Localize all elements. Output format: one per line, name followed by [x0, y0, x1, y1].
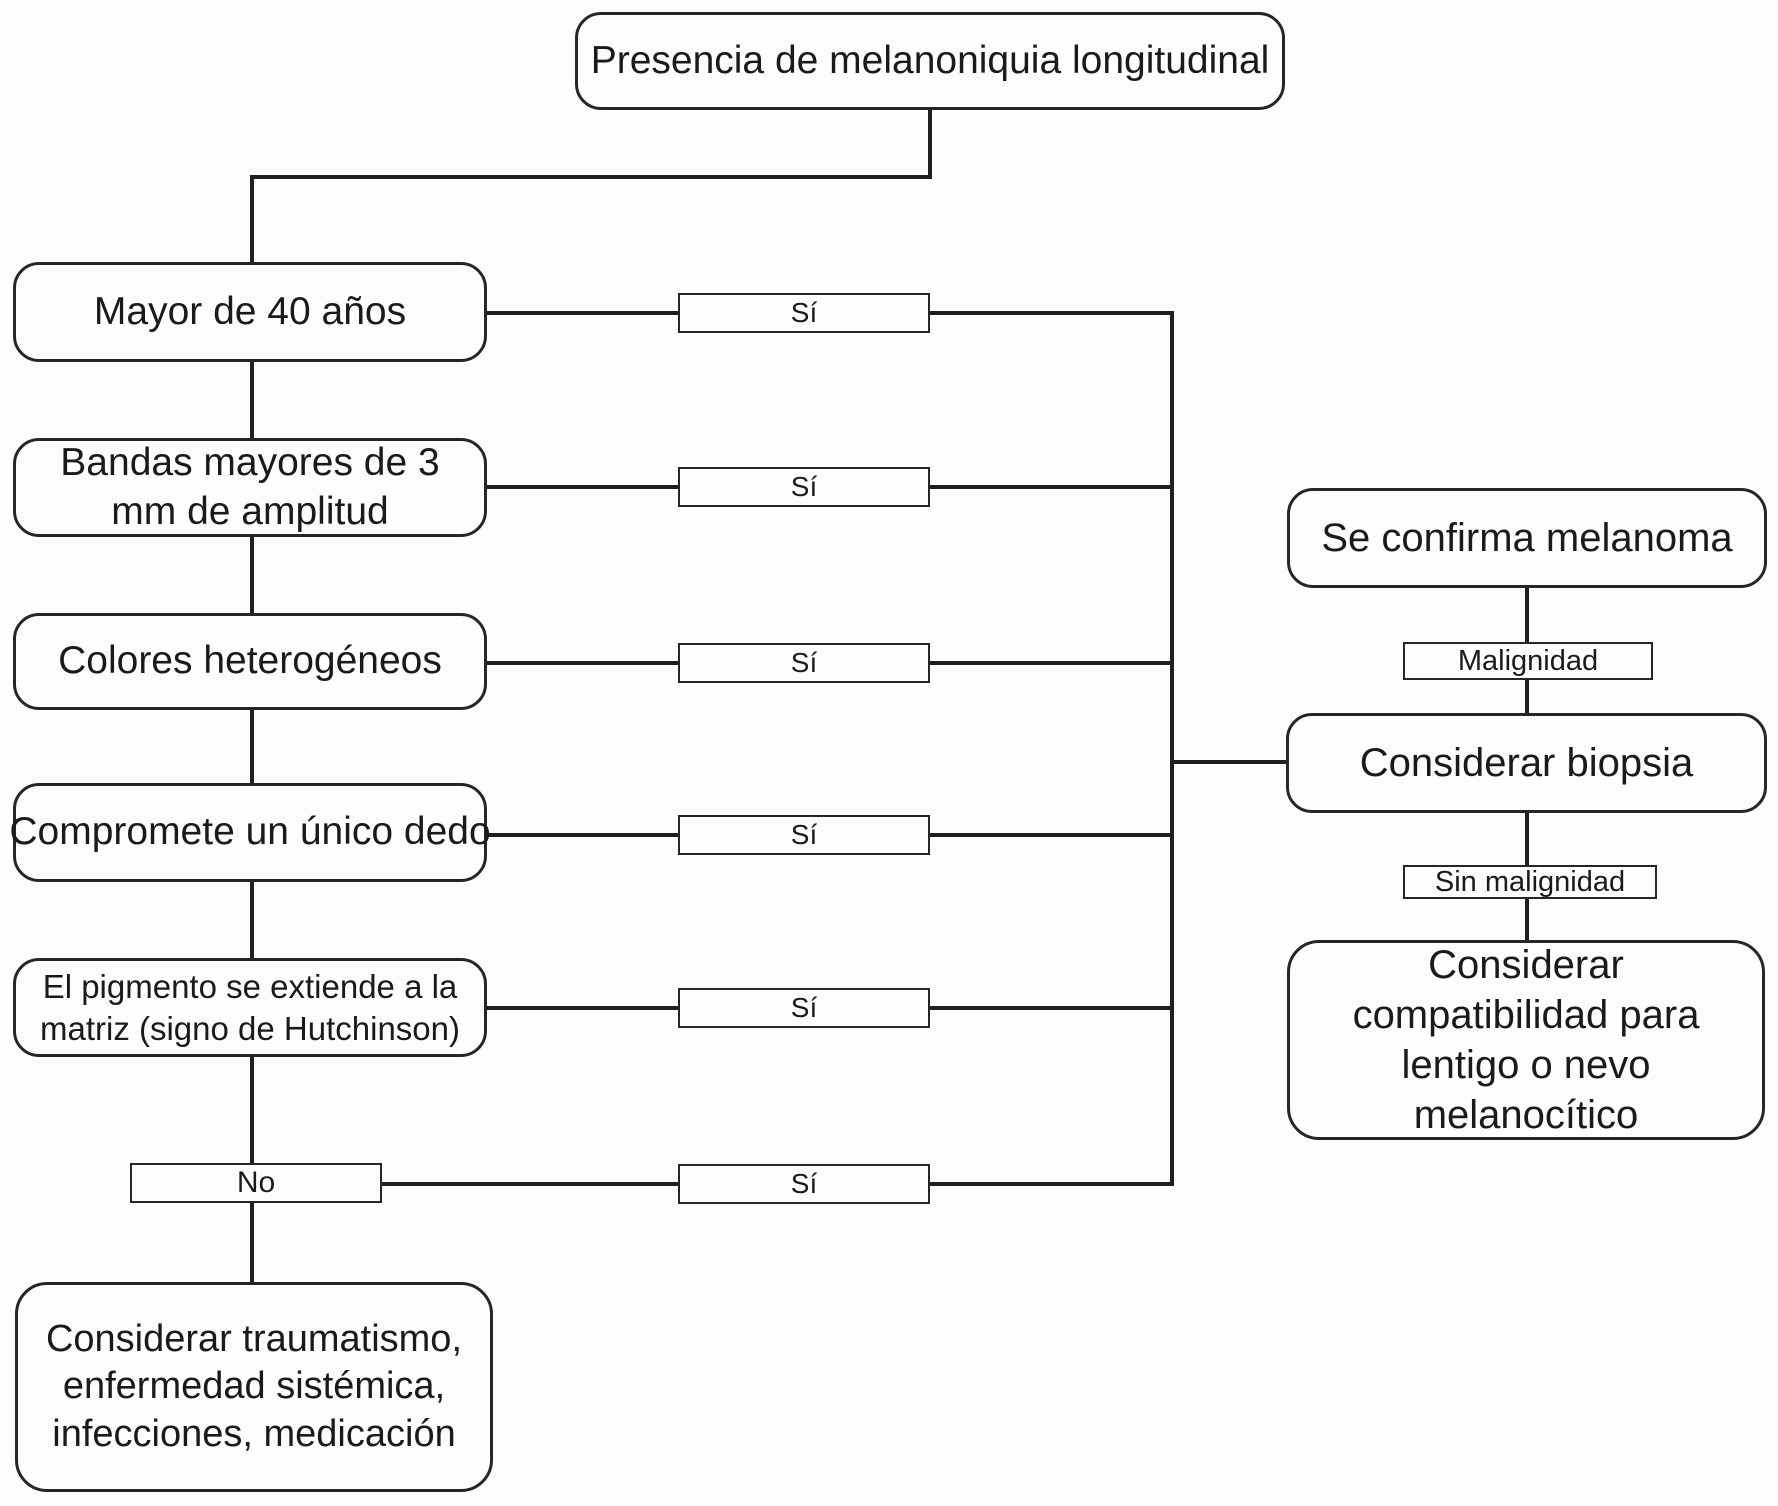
connector-malignidad-biopsy	[1525, 678, 1529, 715]
collector-line	[1170, 311, 1174, 1186]
connector-criterion-5-no	[250, 1055, 254, 1165]
criterion-node-3: Colores heterogéneos	[13, 613, 487, 710]
yes-tag-5: Sí	[678, 988, 930, 1028]
lentigo-nevo-node: Considerar compatibilidad para lentigo o…	[1287, 940, 1765, 1140]
connector-criterion-2-3	[250, 535, 254, 615]
yes-tag-3: Sí	[678, 643, 930, 683]
connector-sinmalignidad-compat	[1525, 896, 1529, 942]
connector-criterion-1-2	[250, 362, 254, 440]
yes-tag-4: Sí	[678, 815, 930, 855]
connector-start-down	[928, 108, 932, 179]
connector-melanoma-malignidad	[1525, 586, 1529, 644]
connector-criterion-4-5	[250, 880, 254, 960]
sin-malignidad-tag: Sin malignidad	[1403, 865, 1657, 899]
connector-no-outcome	[250, 1201, 254, 1284]
connector-criterion-3-4	[250, 708, 254, 785]
criterion-node-1: Mayor de 40 años	[13, 262, 487, 362]
criterion-node-4: Compromete un único dedo	[9, 783, 491, 882]
no-outcome-node: Considerar traumatismo, enfermedad sisté…	[15, 1282, 493, 1492]
yes-tag-2: Sí	[678, 467, 930, 507]
start-node: Presencia de melanoniquia longitudinal	[575, 12, 1285, 110]
connector-into-criterion-1	[250, 175, 254, 266]
criterion-node-2: Bandas mayores de 3 mm de amplitud	[13, 438, 487, 537]
yes-tag-6: Sí	[678, 1164, 930, 1204]
malignidad-tag: Malignidad	[1403, 642, 1653, 680]
biopsy-node: Considerar biopsia	[1286, 713, 1767, 813]
connector-biopsy-sinmalignidad	[1525, 811, 1529, 867]
melanoma-confirmed-node: Se confirma melanoma	[1287, 488, 1767, 588]
connector-collector-biopsy	[1170, 760, 1290, 764]
criterion-node-5: El pigmento se extiende a la matriz (sig…	[13, 958, 487, 1057]
no-tag: No	[130, 1163, 382, 1203]
yes-tag-1: Sí	[678, 293, 930, 333]
connector-start-left	[250, 175, 932, 179]
